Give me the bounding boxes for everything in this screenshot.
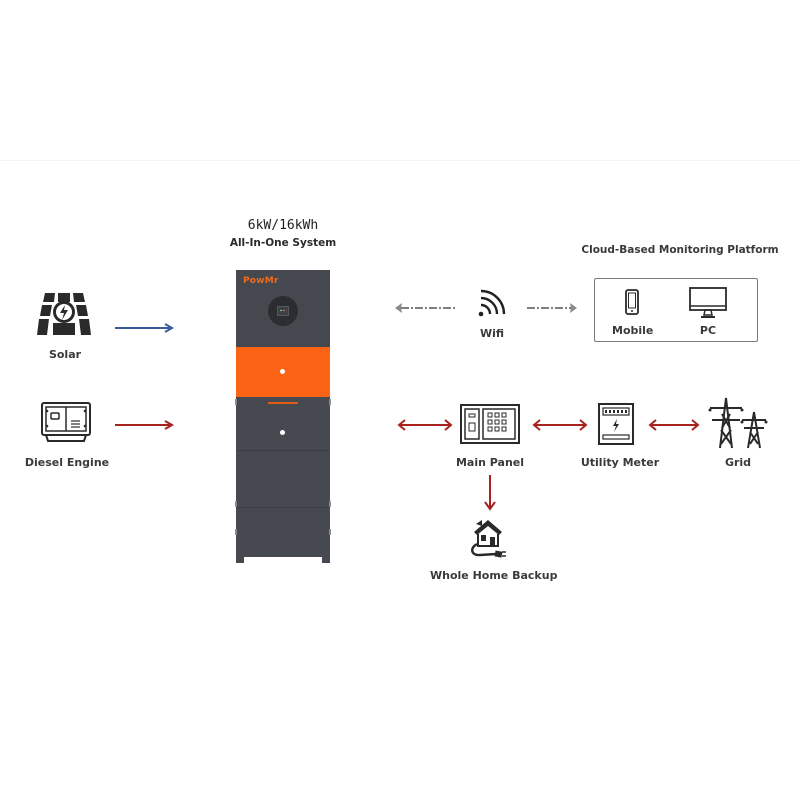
solar-panel-icon bbox=[37, 293, 91, 337]
cabinet-to-panel-arrow bbox=[397, 419, 453, 431]
system-name-title: All-In-One System bbox=[229, 237, 337, 249]
whole-home-backup-label: Whole Home Backup bbox=[430, 569, 558, 582]
side-bracket bbox=[235, 501, 237, 507]
monitor-icon bbox=[689, 287, 727, 319]
diesel-engine-label: Diesel Engine bbox=[24, 456, 110, 469]
module-seam bbox=[236, 507, 330, 508]
display-bezel bbox=[268, 296, 298, 326]
wifi-right-arrow bbox=[527, 303, 577, 313]
main-panel-icon bbox=[460, 404, 520, 444]
main-panel-label: Main Panel bbox=[455, 456, 525, 469]
side-bracket bbox=[329, 529, 331, 535]
side-bracket bbox=[329, 501, 331, 507]
wifi-label: Wifi bbox=[479, 327, 505, 340]
cabinet-battery-section bbox=[235, 397, 331, 563]
cloud-platform-box: Mobile PC bbox=[594, 278, 758, 342]
pc-label: PC bbox=[699, 324, 717, 337]
mobile-phone-icon bbox=[625, 289, 639, 315]
diesel-generator-icon bbox=[40, 402, 92, 444]
side-bracket bbox=[329, 399, 331, 405]
meter-to-grid-arrow bbox=[648, 419, 700, 431]
divider-line bbox=[0, 160, 800, 161]
brand-logo: PowMr bbox=[243, 276, 279, 286]
all-in-one-cabinet: PowMr bbox=[235, 270, 331, 563]
panel-to-meter-arrow bbox=[532, 419, 588, 431]
solar-label: Solar bbox=[48, 348, 82, 361]
power-grid-tower-icon bbox=[706, 394, 768, 450]
cabinet-inverter-section: PowMr bbox=[236, 270, 330, 347]
home-backup-icon bbox=[468, 518, 508, 560]
wifi-icon bbox=[477, 288, 507, 318]
cabinet-orange-band bbox=[236, 347, 330, 397]
mobile-label: Mobile bbox=[612, 324, 654, 337]
utility-meter-label: Utility Meter bbox=[580, 456, 660, 469]
accent-stripe bbox=[268, 402, 298, 404]
band-indicator-dot bbox=[280, 369, 285, 374]
panel-to-home-arrow bbox=[484, 475, 496, 511]
wifi-left-arrow bbox=[395, 303, 457, 313]
utility-meter-icon bbox=[598, 403, 634, 445]
grid-label: Grid bbox=[724, 456, 752, 469]
status-led-green bbox=[280, 310, 282, 311]
diesel-flow-arrow bbox=[115, 420, 175, 430]
battery-indicator-dot bbox=[280, 430, 285, 435]
system-capacity-title: 6kW/16kWh bbox=[247, 218, 319, 233]
side-bracket bbox=[235, 399, 237, 405]
cabinet-base-gap bbox=[244, 557, 322, 563]
side-bracket bbox=[235, 529, 237, 535]
cloud-platform-title: Cloud-Based Monitoring Platform bbox=[581, 244, 779, 256]
status-led-red bbox=[283, 310, 285, 311]
module-seam bbox=[236, 450, 330, 451]
solar-flow-arrow bbox=[115, 323, 175, 333]
display-screen bbox=[277, 306, 289, 316]
